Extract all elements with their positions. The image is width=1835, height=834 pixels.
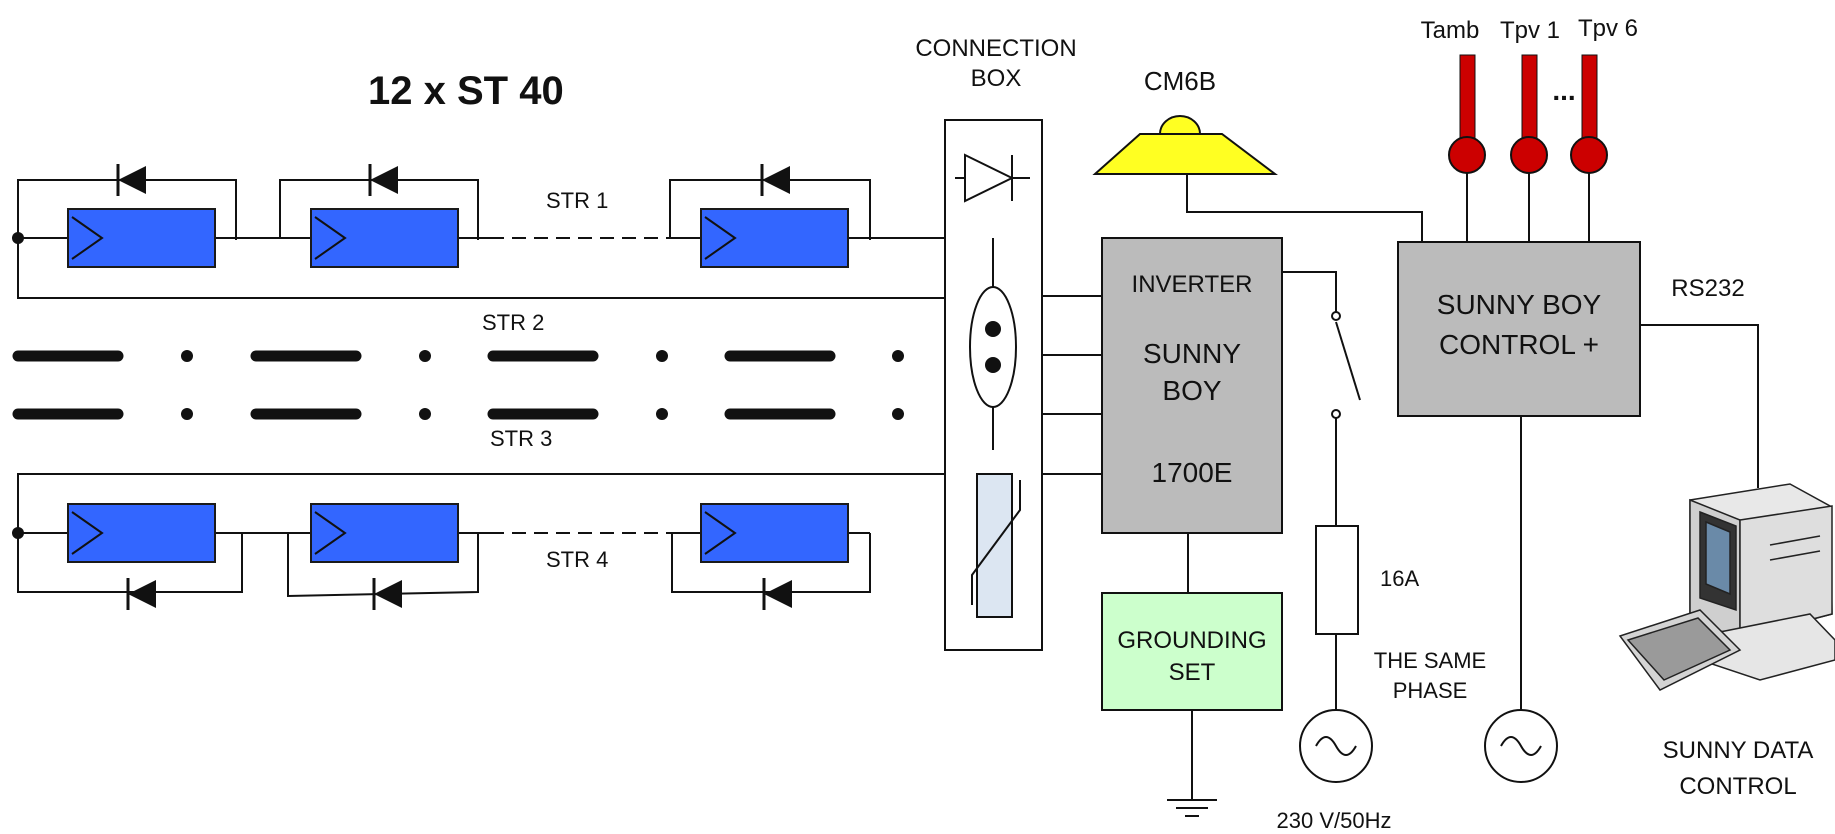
inverter-label: INVERTER [1132, 271, 1253, 298]
grid-label: 230 V/50Hz [1277, 808, 1392, 833]
grounding-label-1: GROUNDING [1117, 627, 1266, 654]
inverter-model: 1700E [1152, 457, 1233, 488]
temp-label-pv1: Tpv 1 [1500, 17, 1560, 44]
string-4-label: STR 4 [546, 547, 608, 572]
string-3-label: STR 3 [490, 426, 552, 451]
grounding-label-2: SET [1169, 659, 1216, 686]
string-4-node [12, 527, 24, 539]
pc-label-2: CONTROL [1679, 773, 1796, 800]
string-1-label: STR 1 [546, 188, 608, 213]
computer-icon [1618, 483, 1835, 691]
connection-box-label-2: BOX [971, 65, 1022, 92]
temp-label-pv6: Tpv 6 [1578, 15, 1638, 42]
switch-contact [1331, 409, 1341, 419]
irradiance-sensor-icon [1092, 115, 1423, 242]
connection-box [944, 119, 1043, 651]
connection-box-label-1: CONNECTION [915, 35, 1076, 62]
bypass-diode-icon [368, 164, 398, 196]
inverter-brand-1: SUNNY [1143, 338, 1241, 369]
thermometer-icon [1570, 54, 1608, 242]
ac-source-icon [1484, 709, 1558, 783]
temp-label-ambient: Tamb [1421, 17, 1480, 44]
phase-label-2: PHASE [1393, 678, 1468, 703]
control-label-2: CONTROL + [1439, 329, 1599, 360]
array-title: 12 x ST 40 [368, 69, 564, 113]
control-label-1: SUNNY BOY [1437, 289, 1602, 320]
phase-label-1: THE SAME [1374, 648, 1486, 673]
pc-label-1: SUNNY DATA [1663, 737, 1814, 764]
pv-panel [67, 503, 216, 563]
bypass-diode-icon [760, 164, 790, 196]
bypass-diode-icon [126, 578, 156, 610]
bypass-diode-icon [372, 578, 402, 610]
control-wiring [1520, 324, 1759, 712]
pv-panel [310, 503, 459, 563]
dc-wiring [1042, 295, 1102, 475]
pv-panel [310, 208, 459, 268]
fuse-rating: 16A [1380, 566, 1419, 591]
sensor-label: CM6B [1144, 66, 1216, 96]
ac-source-icon [1299, 709, 1373, 783]
thermometer-icon [1448, 54, 1486, 242]
string-2-label: STR 2 [482, 310, 544, 335]
pv-panel [700, 208, 849, 268]
bypass-diode-icon [116, 164, 146, 196]
temp-ellipsis: ... [1552, 75, 1575, 106]
switch-contact [1331, 311, 1341, 321]
ac-wiring [1282, 271, 1361, 718]
pv-panel [700, 503, 849, 563]
string-3-dots [181, 408, 904, 420]
thermometer-icon [1510, 54, 1548, 242]
bypass-diode-icon [762, 578, 792, 610]
inverter-brand-2: BOY [1162, 375, 1221, 406]
string-1-node [12, 232, 24, 244]
fuse-icon [1315, 525, 1359, 635]
earth-ground-icon [1167, 710, 1217, 817]
rs232-label: RS232 [1671, 275, 1744, 302]
inverter-box [1101, 237, 1283, 534]
string-2-dots [181, 350, 904, 362]
control-box [1397, 241, 1641, 417]
pv-panel [67, 208, 216, 268]
grounding-set-box [1101, 592, 1283, 711]
